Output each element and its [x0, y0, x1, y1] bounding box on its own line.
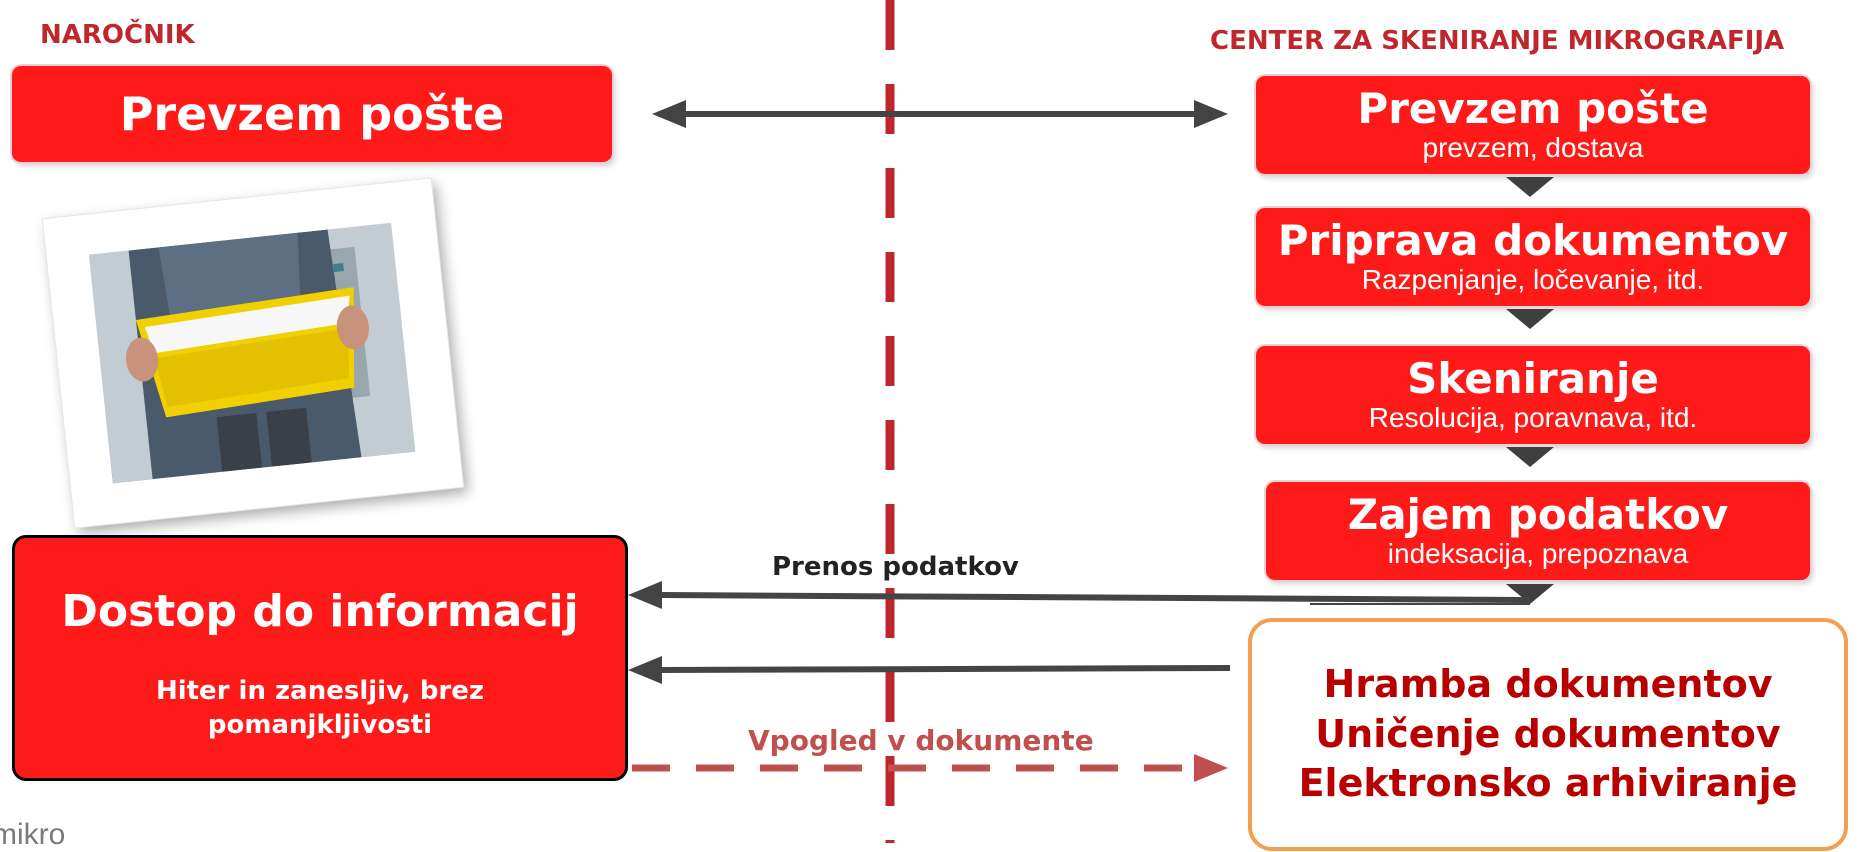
storage-line-3: Elektronsko arhiviranje: [1298, 761, 1798, 806]
storage-transfer-arrow: [628, 656, 1231, 684]
client-heading: NAROČNIK: [40, 20, 195, 50]
step-document-preparation-box: Priprava dokumentov Razpenjanje, ločevan…: [1256, 208, 1810, 306]
step-document-preparation-subtitle: Razpenjanje, ločevanje, itd.: [1361, 264, 1705, 295]
step-scanning-subtitle: Resolucija, poravnava, itd.: [1368, 402, 1698, 433]
information-access-subtitle-line1: Hiter in zanesljiv, brez: [155, 676, 485, 706]
information-access-title: Dostop do informacij: [61, 586, 579, 637]
step-mail-pickup-box: Prevzem pošte prevzem, dostava: [1256, 76, 1810, 174]
step-arrow-1-icon: [1506, 177, 1554, 197]
information-access-subtitle-line2: pomanjkljivosti: [207, 710, 433, 740]
step-arrow-2-icon: [1506, 309, 1554, 329]
data-transfer-label: Prenos podatkov: [772, 552, 1019, 582]
storage-line-1: Hramba dokumentov: [1323, 662, 1773, 707]
mail-crate-photo: [42, 178, 464, 528]
document-view-dashed-arrow: [632, 754, 1228, 782]
center-heading: CENTER ZA SKENIRANJE MIKROGRAFIJA: [1210, 26, 1785, 56]
step-data-capture-subtitle: indeksacija, prepoznava: [1387, 538, 1689, 569]
step-data-capture-title: Zajem podatkov: [1347, 489, 1729, 539]
document-view-label: Vpogled v dokumente: [748, 724, 1094, 757]
person-holding-crate-illustration: [88, 222, 416, 484]
pickup-double-arrow: [652, 100, 1228, 128]
step-arrow-3-icon: [1506, 447, 1554, 467]
data-transfer-arrow: [628, 581, 1531, 609]
step-mail-pickup-subtitle: prevzem, dostava: [1422, 132, 1644, 163]
step-scanning-title: Skeniranje: [1407, 353, 1659, 403]
client-pickup-box: Prevzem pošte: [12, 66, 612, 162]
step-mail-pickup-title: Prevzem pošte: [1357, 83, 1709, 133]
mikro-logo: mikro: [0, 818, 66, 851]
information-access-box: Dostop do informacij Hiter in zanesljiv,…: [12, 535, 628, 781]
step-document-preparation-title: Priprava dokumentov: [1277, 215, 1789, 265]
step-scanning-box: Skeniranje Resolucija, poravnava, itd.: [1256, 346, 1810, 444]
step-data-capture-box: Zajem podatkov indeksacija, prepoznava: [1266, 482, 1810, 580]
storage-line-2: Uničenje dokumentov: [1315, 711, 1781, 756]
document-storage-box: Hramba dokumentov Uničenje dokumentov El…: [1248, 618, 1848, 851]
client-pickup-title: Prevzem pošte: [119, 86, 505, 141]
center-divider: [885, 0, 895, 843]
photo-content: [88, 222, 416, 484]
